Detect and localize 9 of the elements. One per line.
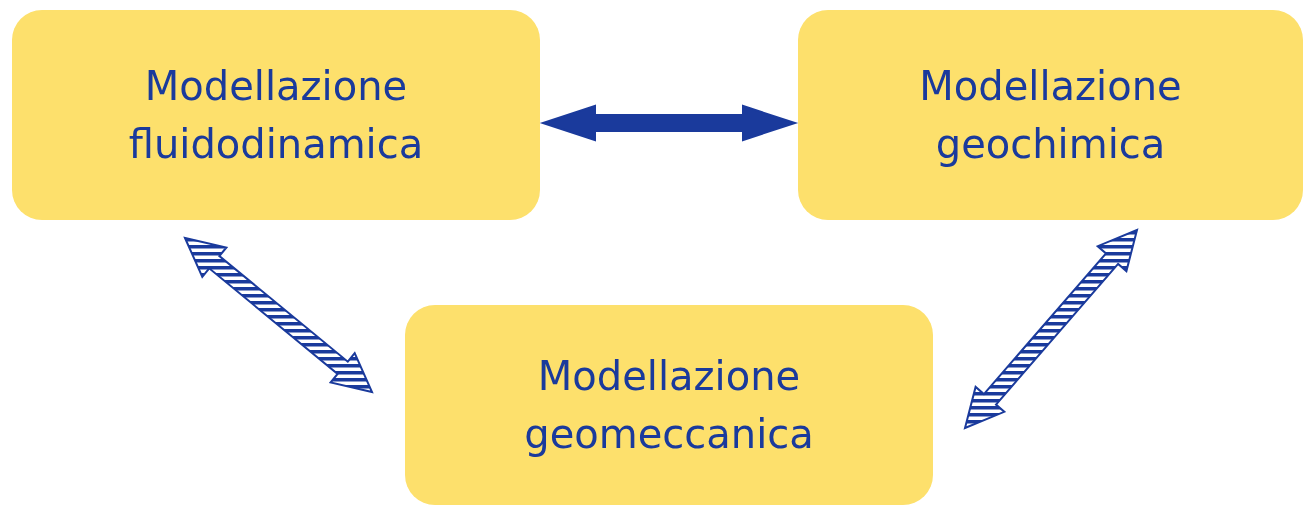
box-label: Modellazione geomeccanica [523,352,815,459]
process-box [12,10,540,220]
double-arrow [963,228,1139,430]
double-arrow [183,236,374,394]
box-label: Modellazione fluidodinamica [127,62,425,169]
process-box [798,10,1303,220]
box-label: Modellazione geochimica [918,62,1183,169]
process-box [405,305,933,505]
double-arrow [539,104,799,142]
